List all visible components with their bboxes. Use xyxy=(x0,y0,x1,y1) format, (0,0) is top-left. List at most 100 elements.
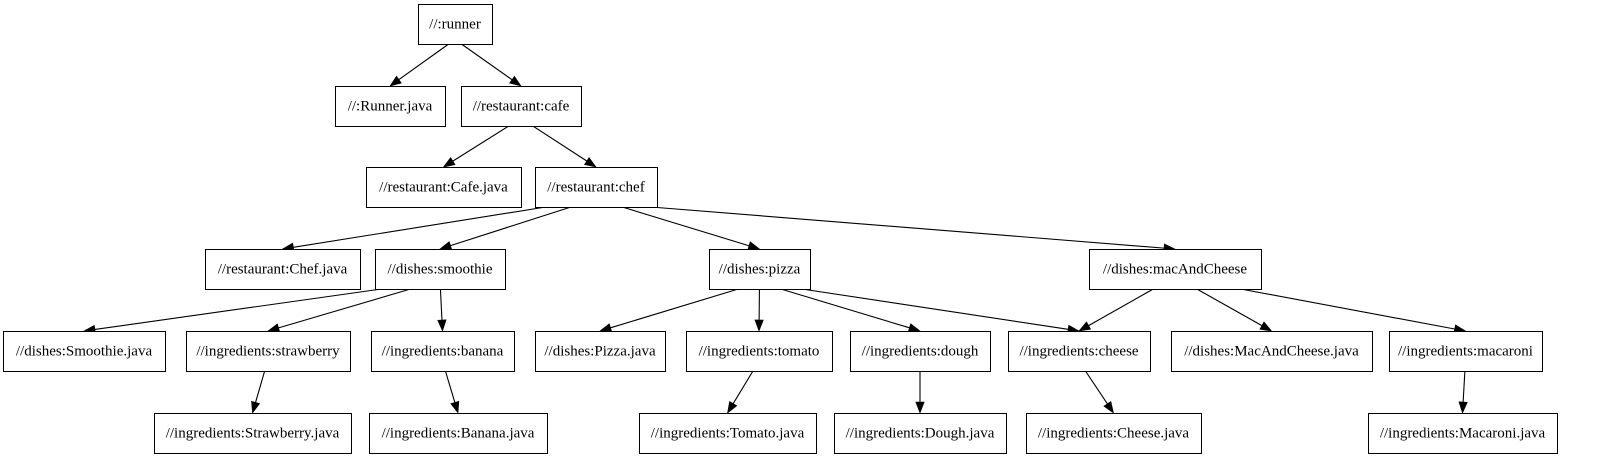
node-box-dishes_pizza[interactable] xyxy=(709,249,811,290)
node-label-ing_macaroni: //ingredients:macaroni xyxy=(1398,343,1533,359)
arrowhead-dishes_macncheese-to-macncheese_java xyxy=(1259,321,1273,332)
edge-restaurant_chef-to-dishes_macncheese xyxy=(650,206,1165,249)
node-ing_strawberry[interactable]: //ingredients:strawberry xyxy=(186,331,351,372)
edge-restaurant_chef-to-chef_java xyxy=(293,206,546,248)
arrowhead-dishes_smoothie-to-ing_strawberry xyxy=(267,323,281,333)
node-runner_java[interactable]: //:Runner.java xyxy=(335,86,446,127)
node-ing_banana[interactable]: //ingredients:banana xyxy=(371,331,515,372)
node-box-ing_banana[interactable] xyxy=(371,331,515,372)
node-box-strawberry_java[interactable] xyxy=(154,413,352,454)
edge-ing_strawberry-to-strawberry_java xyxy=(255,370,266,403)
node-runner[interactable]: //:runner xyxy=(418,4,493,45)
node-label-pizza_java: //dishes:Pizza.java xyxy=(544,343,656,359)
node-restaurant_cafe[interactable]: //restaurant:cafe xyxy=(461,86,582,127)
node-label-smoothie_java: //dishes:Smoothie.java xyxy=(16,343,153,359)
node-label-tomato_java: //ingredients:Tomato.java xyxy=(651,425,805,441)
node-ing_tomato[interactable]: //ingredients:tomato xyxy=(686,331,833,372)
arrowhead-dishes_pizza-to-pizza_java xyxy=(599,323,613,333)
arrowhead-ing_banana-to-banana_java xyxy=(450,400,460,414)
node-box-ing_cheese[interactable] xyxy=(1008,331,1151,372)
node-label-ing_dough: //ingredients:dough xyxy=(862,343,979,359)
node-box-pizza_java[interactable] xyxy=(535,331,666,372)
node-box-ing_macaroni[interactable] xyxy=(1389,331,1543,372)
node-smoothie_java[interactable]: //dishes:Smoothie.java xyxy=(3,331,166,372)
edge-ing_macaroni-to-macaroni_java xyxy=(1462,370,1466,403)
node-box-restaurant_cafe[interactable] xyxy=(461,86,582,127)
edge-dishes_smoothie-to-ing_strawberry xyxy=(278,288,411,329)
edge-dishes_pizza-to-pizza_java xyxy=(610,288,739,329)
edge-dishes_macncheese-to-ing_macaroni xyxy=(1240,288,1455,330)
edge-dishes_smoothie-to-ing_banana xyxy=(439,288,443,321)
node-box-restaurant_chef[interactable] xyxy=(535,167,658,208)
node-label-dishes_smoothie: //dishes:smoothie xyxy=(388,261,493,277)
node-box-runner[interactable] xyxy=(418,4,493,45)
edge-restaurant_chef-to-dishes_smoothie xyxy=(450,206,572,247)
arrowhead-runner-to-restaurant_cafe xyxy=(509,75,522,87)
arrowhead-dishes_pizza-to-ing_tomato xyxy=(754,319,764,332)
arrowhead-ing_macaroni-to-macaroni_java xyxy=(1458,401,1468,414)
arrowhead-restaurant_cafe-to-cafe_java xyxy=(442,157,456,168)
node-label-macncheese_java: //dishes:MacAndCheese.java xyxy=(1184,343,1359,359)
node-chef_java[interactable]: //restaurant:Chef.java xyxy=(205,249,361,290)
node-macncheese_java[interactable]: //dishes:MacAndCheese.java xyxy=(1171,331,1373,372)
node-label-dishes_pizza: //dishes:pizza xyxy=(719,261,801,277)
node-label-restaurant_cafe: //restaurant:cafe xyxy=(473,98,570,114)
node-dishes_pizza[interactable]: //dishes:pizza xyxy=(709,249,811,290)
node-box-smoothie_java[interactable] xyxy=(3,331,166,372)
arrowhead-ing_strawberry-to-strawberry_java xyxy=(251,400,261,414)
node-cheese_java[interactable]: //ingredients:Cheese.java xyxy=(1026,413,1202,454)
edge-restaurant_chef-to-dishes_pizza xyxy=(622,206,750,247)
arrowhead-restaurant_chef-to-dishes_pizza xyxy=(747,241,761,251)
edge-restaurant_cafe-to-restaurant_chef xyxy=(532,125,588,162)
node-ing_cheese[interactable]: //ingredients:cheese xyxy=(1008,331,1151,372)
node-strawberry_java[interactable]: //ingredients:Strawberry.java xyxy=(154,413,352,454)
node-box-banana_java[interactable] xyxy=(369,413,548,454)
node-cafe_java[interactable]: //restaurant:Cafe.java xyxy=(366,167,522,208)
node-box-dishes_smoothie[interactable] xyxy=(375,249,506,290)
node-box-macncheese_java[interactable] xyxy=(1171,331,1373,372)
arrowhead-ing_cheese-to-cheese_java xyxy=(1103,401,1114,414)
node-box-ing_tomato[interactable] xyxy=(686,331,833,372)
node-box-ing_dough[interactable] xyxy=(850,331,991,372)
node-box-cafe_java[interactable] xyxy=(366,167,522,208)
edge-ing_tomato-to-tomato_java xyxy=(732,370,754,404)
node-label-cafe_java: //restaurant:Cafe.java xyxy=(379,179,508,195)
node-macaroni_java[interactable]: //ingredients:Macaroni.java xyxy=(1368,413,1558,454)
node-label-runner: //:runner xyxy=(429,16,481,32)
node-label-ing_strawberry: //ingredients:strawberry xyxy=(196,343,340,359)
node-pizza_java[interactable]: //dishes:Pizza.java xyxy=(535,331,666,372)
node-dough_java[interactable]: //ingredients:Dough.java xyxy=(834,413,1007,454)
edge-dishes_pizza-to-ing_dough xyxy=(780,288,910,329)
node-tomato_java[interactable]: //ingredients:Tomato.java xyxy=(639,413,817,454)
edge-runner-to-runner_java xyxy=(398,43,449,81)
node-label-strawberry_java: //ingredients:Strawberry.java xyxy=(166,425,340,441)
arrowhead-restaurant_chef-to-dishes_smoothie xyxy=(439,241,453,250)
node-label-runner_java: //:Runner.java xyxy=(348,98,433,114)
node-dishes_macncheese[interactable]: //dishes:macAndCheese xyxy=(1089,249,1262,290)
node-box-tomato_java[interactable] xyxy=(639,413,817,454)
node-label-dishes_macncheese: //dishes:macAndCheese xyxy=(1103,261,1247,277)
node-label-restaurant_chef: //restaurant:chef xyxy=(547,179,644,195)
node-label-cheese_java: //ingredients:Cheese.java xyxy=(1038,425,1190,441)
arrowhead-runner-to-runner_java xyxy=(389,75,402,87)
arrowhead-ing_dough-to-dough_java xyxy=(915,401,925,414)
node-restaurant_chef[interactable]: //restaurant:chef xyxy=(535,167,658,208)
node-banana_java[interactable]: //ingredients:Banana.java xyxy=(369,413,548,454)
node-box-ing_strawberry[interactable] xyxy=(186,331,351,372)
node-box-macaroni_java[interactable] xyxy=(1368,413,1558,454)
node-label-dough_java: //ingredients:Dough.java xyxy=(846,425,995,441)
node-box-dishes_macncheese[interactable] xyxy=(1089,249,1262,290)
edge-dishes_smoothie-to-smoothie_java xyxy=(94,288,382,331)
node-box-dough_java[interactable] xyxy=(834,413,1007,454)
edge-dishes_macncheese-to-ing_cheese xyxy=(1088,288,1154,327)
node-box-chef_java[interactable] xyxy=(205,249,361,290)
edge-ing_banana-to-banana_java xyxy=(444,370,456,403)
node-ing_macaroni[interactable]: //ingredients:macaroni xyxy=(1389,331,1543,372)
node-box-cheese_java[interactable] xyxy=(1026,413,1202,454)
node-box-runner_java[interactable] xyxy=(335,86,446,127)
node-ing_dough[interactable]: //ingredients:dough xyxy=(850,331,991,372)
node-dishes_smoothie[interactable]: //dishes:smoothie xyxy=(375,249,506,290)
node-label-banana_java: //ingredients:Banana.java xyxy=(382,425,535,441)
